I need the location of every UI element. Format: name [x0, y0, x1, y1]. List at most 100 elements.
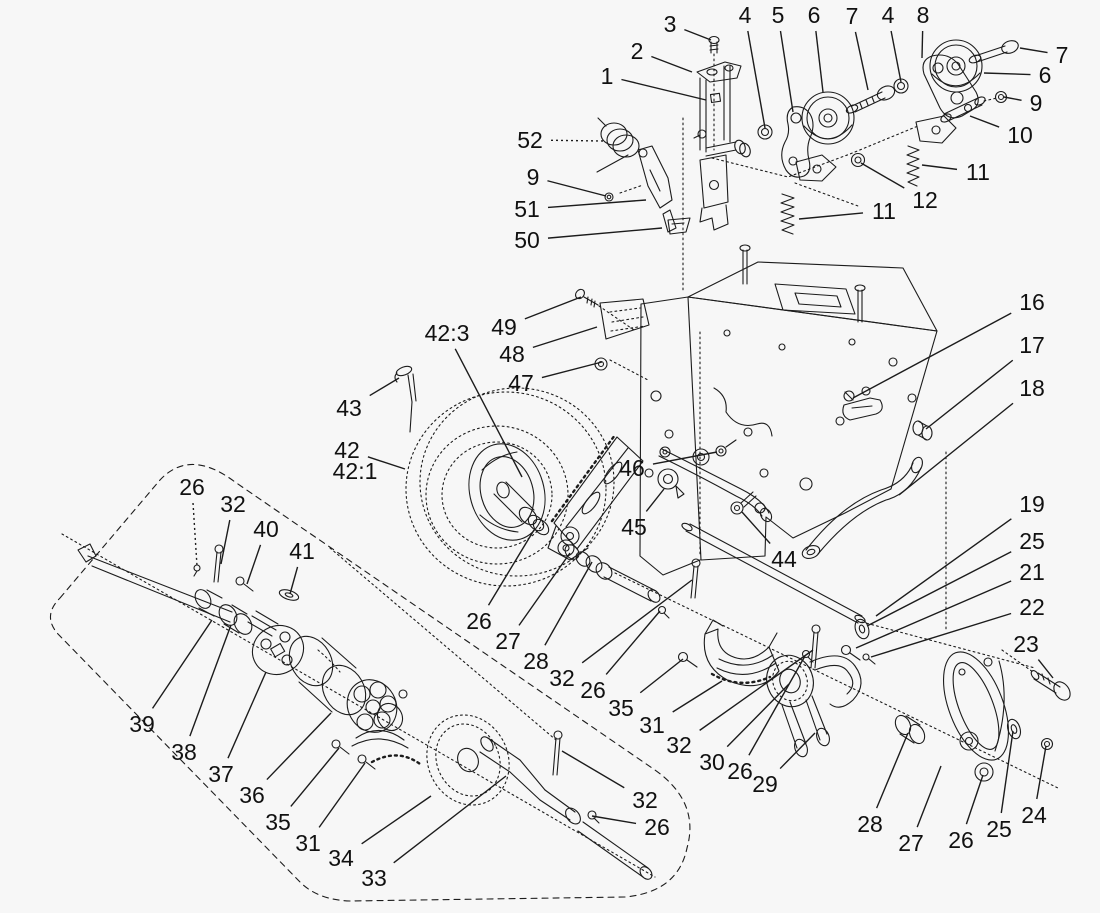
leader-line-23 — [1037, 659, 1054, 679]
callout-label-12: 12 — [912, 187, 938, 213]
leader-line-35 — [639, 658, 684, 694]
callout-label-6: 6 — [1039, 62, 1052, 88]
axle-center-assembly-drawing — [677, 558, 862, 758]
callout-label-26: 26 — [179, 474, 205, 500]
callout-label-42:3: 42:3 — [425, 320, 470, 346]
leader-line-47 — [541, 361, 603, 379]
leader-line-4 — [747, 30, 766, 129]
callout-label-25: 25 — [986, 816, 1012, 842]
leader-line-48 — [532, 326, 598, 349]
leader-line-27 — [916, 765, 942, 828]
detail-boundary — [49, 463, 691, 902]
callout-label-3: 3 — [664, 11, 677, 37]
leader-line-38 — [189, 624, 232, 737]
callout-label-25: 25 — [1019, 528, 1045, 554]
leader-line-30 — [726, 683, 790, 748]
leader-line-10 — [969, 115, 1000, 128]
callout-label-32: 32 — [666, 732, 692, 758]
callout-label-32: 32 — [632, 787, 658, 813]
leader-line-51 — [547, 199, 647, 209]
callout-label-36: 36 — [239, 782, 265, 808]
leader-line-36 — [266, 712, 332, 781]
callout-label-26: 26 — [727, 758, 753, 784]
leader-line-26 — [605, 610, 661, 675]
leader-line-9 — [547, 180, 607, 197]
leader-line-16 — [852, 312, 1012, 399]
callout-label-52: 52 — [517, 127, 543, 153]
callout-label-27: 27 — [495, 628, 521, 654]
leader-line-25 — [1000, 730, 1014, 814]
leader-line-37 — [227, 671, 267, 759]
leader-line-11 — [798, 212, 864, 220]
callout-label-35: 35 — [265, 809, 291, 835]
leader-line-27 — [518, 552, 571, 626]
callout-label-24: 24 — [1021, 802, 1047, 828]
callout-label-7: 7 — [846, 3, 859, 29]
callout-label-4: 4 — [882, 2, 895, 28]
leader-line-24 — [1036, 745, 1047, 800]
leader-line-34 — [361, 795, 432, 845]
tension-spring-lever-drawing — [596, 117, 691, 235]
leader-line-19 — [875, 518, 1012, 617]
sector-sprocket-drawing — [547, 433, 670, 619]
callout-label-28: 28 — [523, 648, 549, 674]
callout-label-26: 26 — [580, 677, 606, 703]
leader-line-43 — [369, 377, 400, 397]
callout-label-44: 44 — [771, 546, 797, 572]
leader-line-9 — [1003, 96, 1022, 101]
callout-label-11: 11 — [966, 159, 990, 185]
leader-line-40 — [246, 544, 262, 585]
callout-label-2: 2 — [631, 38, 644, 64]
leader-line-49 — [524, 296, 582, 320]
leader-line-7 — [1019, 47, 1048, 54]
callout-label-6: 6 — [808, 2, 821, 28]
leader-line-26 — [192, 502, 198, 567]
leader-line-26 — [965, 774, 984, 825]
callout-label-35: 35 — [608, 695, 634, 721]
leader-line-31 — [672, 680, 723, 713]
leader-line-11 — [921, 164, 958, 171]
leader-line-2 — [651, 55, 693, 73]
callout-label-34: 34 — [328, 845, 354, 871]
callout-label-11: 11 — [872, 198, 896, 224]
leader-line-42:3 — [454, 348, 523, 478]
leader-line-6 — [983, 72, 1031, 76]
callout-label-26: 26 — [948, 827, 974, 853]
callout-label-4: 4 — [739, 2, 752, 28]
callout-label-30: 30 — [699, 749, 725, 775]
callout-label-17: 17 — [1019, 332, 1045, 358]
callout-label-41: 41 — [289, 538, 315, 564]
callout-label-45: 45 — [621, 514, 647, 540]
leader-line-17 — [925, 359, 1014, 430]
callout-label-1: 1 — [601, 63, 614, 89]
callout-label-28: 28 — [857, 811, 883, 837]
callout-label-22: 22 — [1019, 594, 1045, 620]
leader-line-7 — [854, 31, 869, 91]
leader-line-26 — [487, 529, 535, 606]
leader-line-31 — [318, 762, 366, 828]
leader-line-25 — [866, 551, 1012, 627]
callout-label-9: 9 — [527, 164, 540, 190]
callout-label-29: 29 — [752, 771, 778, 797]
leader-line-18 — [898, 402, 1014, 496]
callout-label-39: 39 — [129, 711, 155, 737]
callout-label-23: 23 — [1013, 631, 1039, 657]
callout-label-26: 26 — [466, 608, 492, 634]
callout-label-43: 43 — [336, 395, 362, 421]
callout-label-42: 42 — [334, 437, 360, 463]
callout-label-31: 31 — [639, 712, 665, 738]
callout-label-38: 38 — [171, 739, 197, 765]
callout-label-46: 46 — [619, 455, 645, 481]
callout-label-26: 26 — [644, 814, 670, 840]
callout-label-32: 32 — [220, 491, 246, 517]
leader-line-45 — [645, 488, 665, 512]
callout-label-37: 37 — [208, 761, 234, 787]
leader-line-6 — [815, 30, 824, 93]
leader-line-44 — [741, 511, 771, 544]
leader-line-22 — [870, 612, 1012, 658]
callout-label-42:1: 42:1 — [333, 458, 378, 484]
leader-line-4 — [890, 30, 902, 83]
